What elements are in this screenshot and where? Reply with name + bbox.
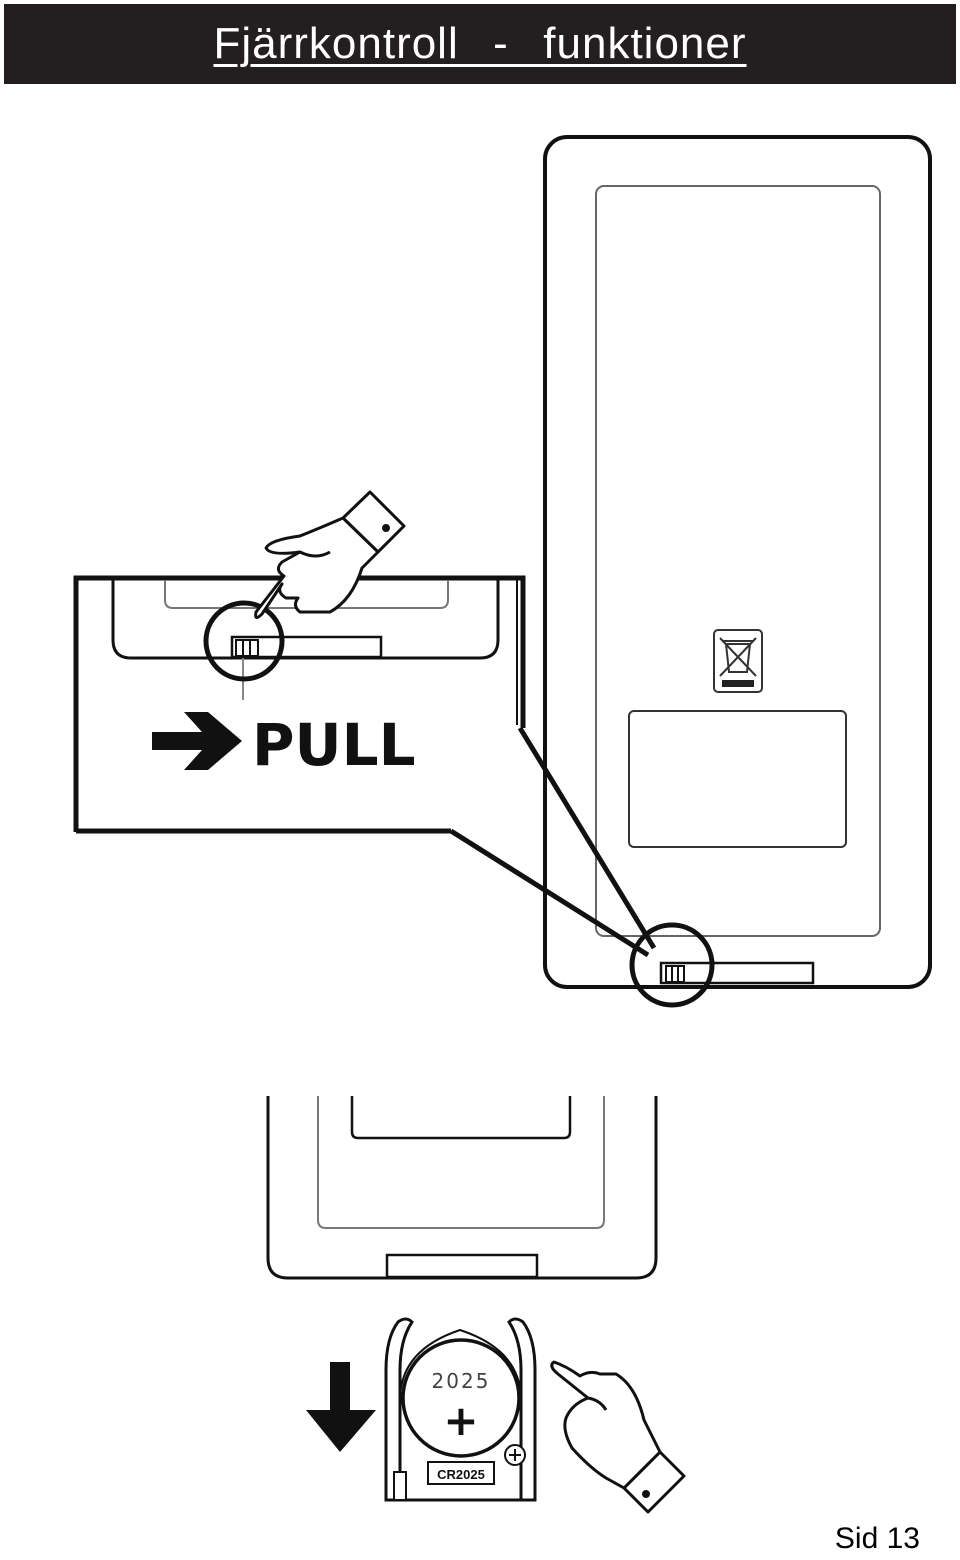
battery-tray [659, 961, 815, 985]
coin-cell-battery: 2025 + [401, 1338, 521, 1458]
callout-battery-tray [230, 635, 383, 659]
zoom-leader-lines [449, 726, 657, 958]
battery-model-label: CR2025 [437, 1467, 485, 1482]
header-bar: Fjärrkontroll - funktioner [4, 4, 956, 84]
battery-plus-sign: + [443, 1396, 478, 1445]
pull-arrow-icon [152, 712, 242, 770]
battery-face-label: 2025 [432, 1369, 491, 1393]
pointing-hand-bottom-icon [550, 1360, 686, 1514]
zoom-callout: PULL [73, 575, 526, 834]
tray-highlight-circle [629, 922, 715, 1008]
weee-recycle-icon [713, 629, 763, 693]
pull-label: PULL [252, 711, 416, 779]
page-title: Fjärrkontroll - funktioner [213, 19, 747, 68]
remote-control-back [543, 135, 932, 1008]
down-arrow-icon [306, 1362, 376, 1452]
rating-label-area [628, 710, 847, 848]
battery-tray-holder: 2025 + CR2025 [384, 1317, 537, 1502]
pointing-hand-icon [254, 490, 406, 619]
remote-bottom-view [266, 1096, 658, 1280]
page-number: Sid 13 [834, 1522, 920, 1555]
callout-highlight-circle [203, 600, 285, 682]
tray-plus-icon [504, 1444, 526, 1466]
